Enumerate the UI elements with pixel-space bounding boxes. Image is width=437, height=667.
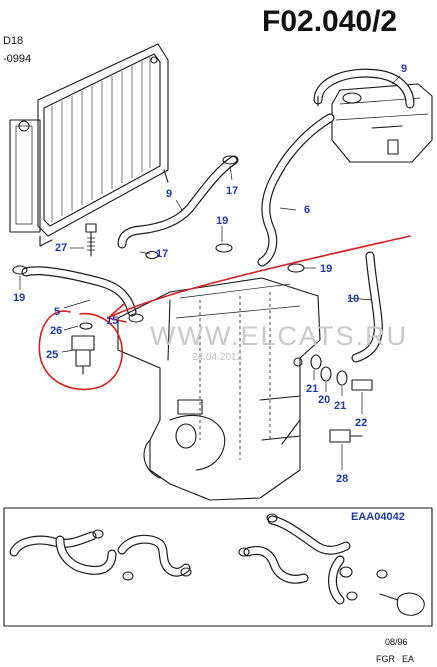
red-annotation	[38, 235, 411, 391]
hose-6	[257, 113, 335, 267]
hose-5	[21, 266, 137, 317]
hose-9-mid	[117, 155, 239, 249]
bolts-20-22	[310, 354, 373, 443]
callout-9-top: 9	[401, 63, 407, 75]
callout-19-left: 19	[13, 292, 25, 304]
sender-25-26	[71, 322, 95, 375]
model-line-2: -0994	[3, 53, 31, 65]
model-line-1: D18	[3, 35, 23, 47]
callout-25: 25	[46, 349, 58, 361]
callout-9-mid: 9	[166, 188, 172, 200]
callout-5: 5	[54, 306, 60, 318]
callout-15: 15	[106, 315, 118, 327]
callout-26: 26	[50, 325, 62, 337]
page-code: F02.040/2	[262, 5, 397, 38]
callout-21-left: 21	[306, 383, 318, 395]
watermark-date: 24.04.2012	[192, 352, 242, 363]
radiator	[9, 43, 169, 247]
hose-clips	[12, 155, 305, 323]
callout-22: 22	[355, 417, 367, 429]
footer-series: EA	[402, 654, 414, 664]
bolt-27	[85, 223, 97, 257]
hose-9-top	[313, 68, 415, 109]
callout-28: 28	[336, 473, 348, 485]
callout-10: 10	[347, 293, 359, 305]
callout-27: 27	[55, 242, 67, 254]
callout-19-center: 19	[216, 215, 228, 227]
footer-region: FGR	[376, 654, 395, 664]
watermark-site: WWW.ELCATS.RU	[150, 321, 408, 351]
hose-10	[351, 251, 383, 363]
callout-21-right: 21	[334, 400, 346, 412]
leader-lines	[19, 75, 401, 470]
callout-6: 6	[304, 204, 310, 216]
callout-19-right: 19	[320, 263, 332, 275]
callout-17-mid: 17	[156, 248, 168, 260]
inset-code: EAA04042	[351, 511, 405, 523]
callout-17-top: 17	[226, 185, 238, 197]
callout-20: 20	[318, 394, 330, 406]
inset-box	[3, 507, 433, 627]
engine-block	[117, 277, 321, 501]
expansion-tank	[331, 83, 433, 163]
footer-date: 08/96	[385, 637, 408, 647]
